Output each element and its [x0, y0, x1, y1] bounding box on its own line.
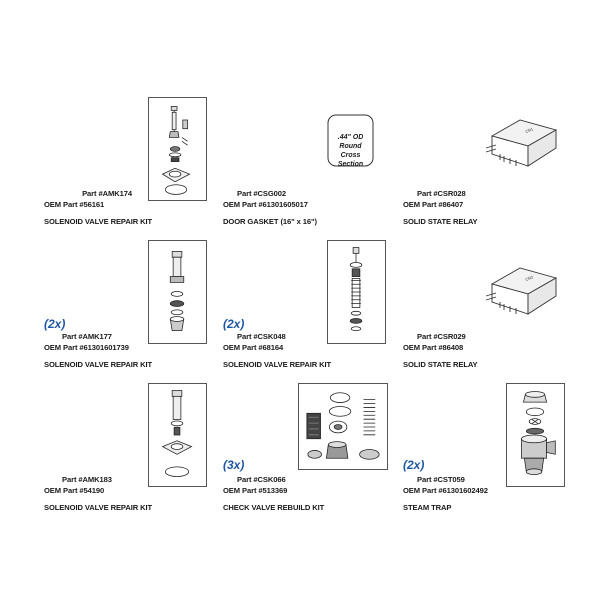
oem-part-number: OEM Part #68164 — [223, 342, 284, 352]
cst059-image — [506, 383, 565, 487]
solenoid-kit-icon — [161, 390, 193, 477]
csk066-quantity: (3x) — [223, 458, 245, 472]
csk066-image — [298, 383, 388, 470]
svg-text:CR1: CR1 — [525, 126, 535, 134]
svg-text:CR2: CR2 — [525, 274, 535, 282]
oem-part-number: OEM Part #86407 — [403, 199, 464, 209]
amk174-image — [148, 97, 207, 201]
part-number: Part #CSK048 — [237, 332, 286, 341]
part-number: Part #AMK177 — [62, 332, 112, 341]
gasket-cross-section-icon — [327, 114, 374, 167]
part-description: CHECK VALVE REBUILD KIT — [223, 503, 325, 512]
solid-state-relay-icon: CR1 — [485, 119, 558, 167]
oem-part-number: OEM Part #513369 — [223, 485, 288, 495]
check-valve-kit-icon — [306, 392, 380, 460]
part-description: SOLENOID VALVE REPAIR KIT — [223, 360, 332, 369]
part-number: Part #CSG002 — [237, 189, 287, 198]
oem-part-number: OEM Part #54190 — [44, 485, 105, 495]
part-description: SOLID STATE RELAY — [403, 360, 478, 369]
amk177-caption: Part #AMK177 OEM Part #61301601739 SOLEN… — [44, 332, 152, 371]
solenoid-kit-icon — [169, 251, 185, 332]
part-number: Part #CST059 — [417, 475, 465, 484]
csk048-caption: Part #CSK048 OEM Part #68164 SOLENOID VA… — [223, 332, 331, 371]
csr029-caption: Part #CSR029 OEM Part #86408 SOLID STATE… — [403, 332, 478, 371]
amk183-caption: Part #AMK183 OEM Part #54190 SOLENOID VA… — [44, 475, 152, 514]
csr029-image: CR2 — [482, 262, 562, 318]
amk177-image — [148, 240, 207, 344]
oem-part-number: OEM Part #61301602492 — [403, 485, 488, 495]
cst059-quantity: (2x) — [403, 458, 425, 472]
solenoid-kit-icon — [349, 247, 363, 332]
part-description: DOOR GASKET (16" x 16") — [223, 217, 317, 226]
part-number: Part #AMK183 — [62, 475, 112, 484]
csg002-image: .44" OD Round Cross Section — [327, 114, 374, 168]
part-number: Part #CSR028 — [417, 189, 466, 198]
csg002-caption: Part #CSG002 OEM Part #61301605017 DOOR … — [223, 189, 317, 228]
oem-part-number: OEM Part #56161 — [44, 199, 105, 209]
amk183-image — [148, 383, 207, 487]
part-description: SOLID STATE RELAY — [403, 217, 478, 226]
part-number: Part #AMK174 — [82, 189, 132, 198]
csk048-image — [327, 240, 386, 344]
solenoid-kit-icon — [161, 106, 191, 195]
amk174-caption: Part #AMK174 OEM Part #56161 SOLENOID VA… — [44, 189, 152, 228]
gasket-cross-section-label: Cross Section — [337, 152, 364, 168]
csk066-caption: Part #CSK066 OEM Part #513369 CHECK VALV… — [223, 475, 324, 514]
gasket-od-label: .44" OD Round — [337, 134, 364, 150]
part-description: SOLENOID VALVE REPAIR KIT — [44, 360, 153, 369]
oem-part-number: OEM Part #86408 — [403, 342, 464, 352]
part-description: SOLENOID VALVE REPAIR KIT — [44, 503, 153, 512]
csr028-image: CR1 — [482, 114, 562, 170]
part-number: Part #CSK066 — [237, 475, 286, 484]
part-description: SOLENOID VALVE REPAIR KIT — [44, 217, 153, 226]
oem-part-number: OEM Part #61301601739 — [44, 342, 129, 352]
oem-part-number: OEM Part #61301605017 — [223, 199, 308, 209]
part-number: Part #CSR029 — [417, 332, 466, 341]
csr028-caption: Part #CSR028 OEM Part #86407 SOLID STATE… — [403, 189, 478, 228]
part-description: STEAM TRAP — [403, 503, 452, 512]
csk048-quantity: (2x) — [223, 317, 245, 331]
cst059-caption: Part #CST059 OEM Part #61301602492 STEAM… — [403, 475, 488, 514]
solid-state-relay-icon: CR2 — [485, 267, 558, 315]
amk177-quantity: (2x) — [44, 317, 66, 331]
steam-trap-icon — [521, 391, 556, 475]
